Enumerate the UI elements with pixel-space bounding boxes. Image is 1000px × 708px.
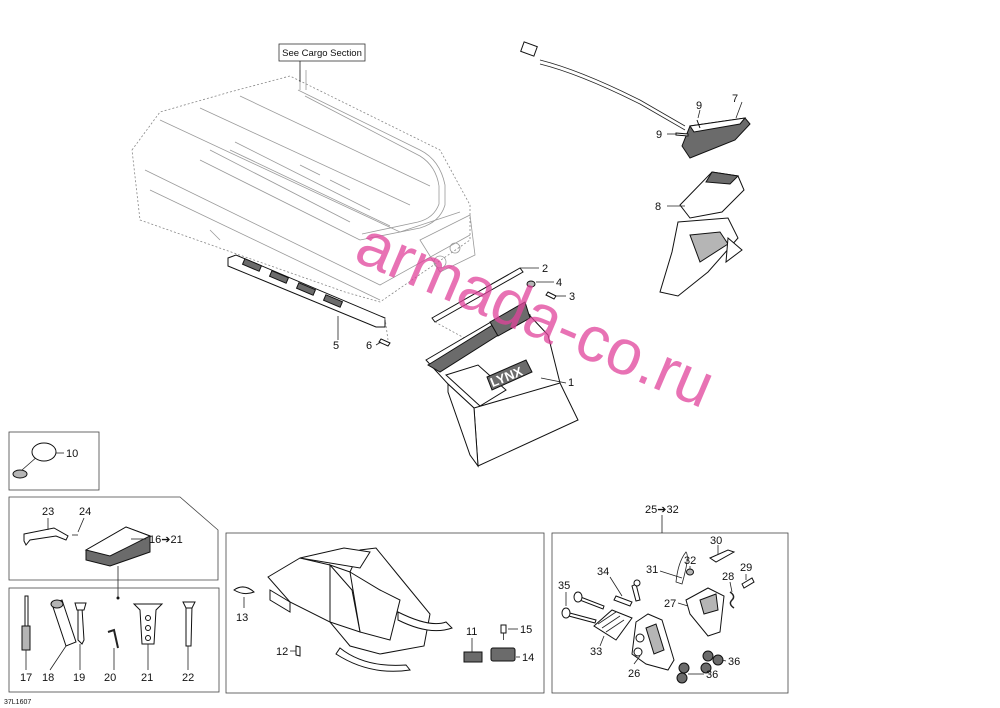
part-2-rail[interactable] [431,267,524,341]
callout-1: 1 [568,377,574,389]
part-36-nuts[interactable] [676,650,724,684]
callout-11: 11 [466,626,477,638]
part-10-plug[interactable] [12,442,57,479]
callout-18: 18 [42,672,54,684]
callout-35: 35 [558,580,570,592]
part-33-plate[interactable] [593,609,633,641]
callout-3: 3 [569,291,575,303]
part-15-fastener[interactable] [500,624,507,640]
part-5-side-plate[interactable] [227,254,386,328]
part-23-bracket[interactable] [23,527,69,546]
callout-8: 8 [655,201,661,213]
callout-12: 12 [276,646,288,658]
part-6-screw[interactable] [378,317,391,347]
callout-24: 24 [79,506,91,518]
callout-16-21: 16➔21 [149,534,183,546]
callout-25-32: 25➔32 [645,504,679,516]
callout-36-right: 36 [728,656,740,668]
callout-2: 2 [542,263,548,275]
callout-34: 34 [597,566,609,578]
callout-26: 26 [628,668,640,680]
box-tool-kit [8,496,219,600]
box-tools [8,587,220,693]
callout-27: 27 [664,598,676,610]
part-16-21-tool-bag[interactable] [84,526,152,567]
callout-9-top: 9 [696,100,702,112]
callout-36-bottom: 36 [706,669,718,681]
callout-21: 21 [141,672,153,684]
callout-6: 6 [366,340,372,352]
callout-29: 29 [740,562,752,574]
callout-15: 15 [520,624,532,636]
box-hitch [551,515,789,694]
callout-9-left: 9 [656,129,662,141]
part-1-flap[interactable]: LYNX [425,301,579,468]
part-13-decal[interactable] [233,586,255,595]
part-17-screwdriver[interactable] [21,595,31,651]
callout-14: 14 [522,652,534,664]
part-32-nut[interactable] [686,568,694,576]
part-12-decal[interactable] [295,645,301,657]
callout-23: 23 [42,506,54,518]
callout-30: 30 [710,535,722,547]
part-11-decal[interactable] [463,651,483,663]
part-14-decal[interactable] [490,647,516,662]
part-26-hitch-bracket[interactable] [631,613,675,671]
see-cargo-section-box[interactable]: See Cargo Section [278,43,366,82]
box-sled-decals [225,532,545,694]
callout-5: 5 [333,340,339,352]
part-27-latch[interactable] [685,587,725,637]
callout-22: 22 [182,672,194,684]
callout-19: 19 [73,672,85,684]
part-34-bolts[interactable] [613,579,641,607]
callout-32: 32 [684,555,696,567]
callout-7: 7 [732,93,738,105]
cargo-rack-ghost [131,70,476,303]
diagram-code: 37L1607 [4,699,31,706]
callout-17: 17 [20,672,32,684]
part-22-wrench[interactable] [182,601,196,647]
part-35-bolts[interactable] [561,591,605,624]
callout-13: 13 [236,612,248,624]
part-28-spring[interactable] [729,591,735,609]
see-cargo-section-label: See Cargo Section [282,48,362,59]
part-20-hex-key[interactable] [107,628,119,649]
callouts: 1 2 3 4 5 6 7 8 9 9 10 11 12 13 14 15 16… [20,93,752,684]
leader-lines [25,101,747,675]
callout-20: 20 [104,672,116,684]
part-19-wrench[interactable] [74,602,87,645]
sled-outline [267,547,453,672]
callout-4: 4 [556,277,562,289]
part-30-pin[interactable] [708,549,736,563]
part-7-light-with-wire[interactable] [520,41,751,159]
part-18-spark-plug-wrench[interactable] [50,599,77,647]
callout-28: 28 [722,571,734,583]
callout-10: 10 [66,448,78,460]
part-31-clip[interactable] [675,551,688,585]
part-21-spanner[interactable] [132,603,164,645]
part-29-pin[interactable] [741,577,755,589]
callout-33: 33 [590,646,602,658]
part-4-washer[interactable] [526,280,536,288]
part-8-bracket[interactable] [659,171,745,297]
callout-31: 31 [646,564,658,576]
box-part-10 [8,431,100,491]
part-3-bolt[interactable] [545,291,557,300]
